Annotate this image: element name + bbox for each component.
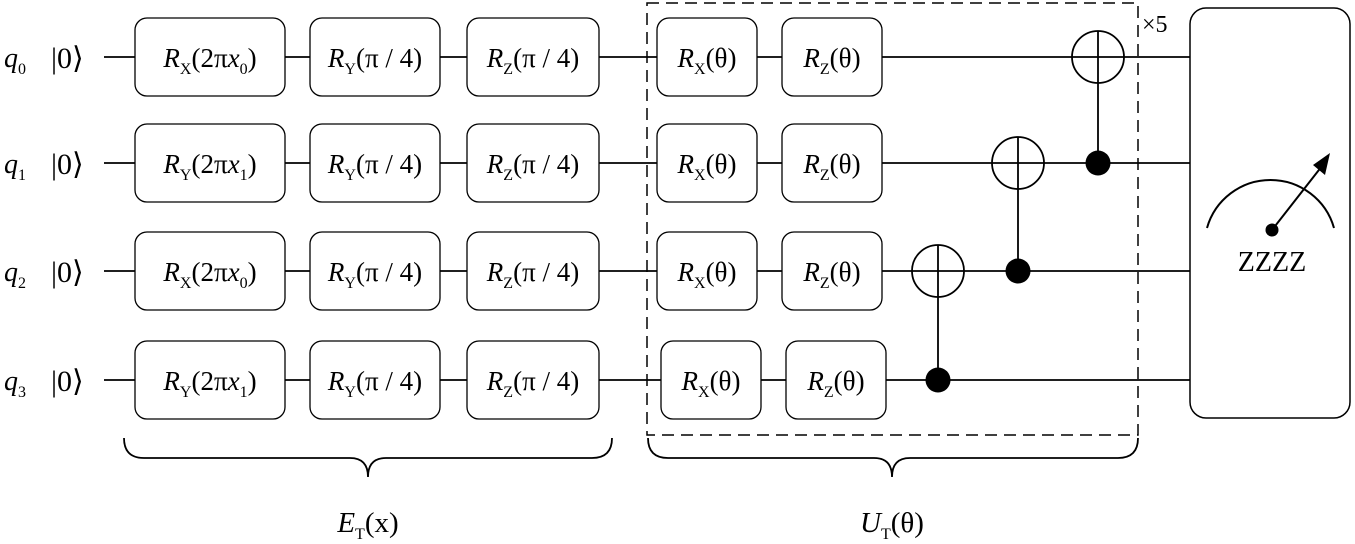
qubit-label: q2	[4, 257, 26, 292]
ansatz-gate: RX(θ)	[656, 123, 758, 203]
encoding-gate: RY(π / 4)	[309, 231, 441, 311]
cnot-ladder	[911, 30, 1125, 393]
gate-label: RZ(θ)	[802, 43, 860, 78]
encoding-gate: RY(π / 4)	[309, 17, 441, 97]
gate-label: RZ(θ)	[802, 257, 860, 292]
gate-label: RZ(π / 4)	[486, 366, 579, 401]
qubit-label: q1	[4, 149, 26, 184]
target-xor-icon	[911, 244, 965, 298]
gate-label: RZ(π / 4)	[486, 43, 579, 78]
qubit-wires	[104, 56, 1190, 381]
ansatz-gate: RZ(θ)	[785, 340, 887, 420]
initial-state-ket: |0⟩	[51, 256, 84, 289]
gate-label: RX(θ)	[677, 149, 737, 184]
cnot-gate	[911, 244, 965, 393]
control-dot	[1085, 150, 1111, 176]
ansatz-gate: RX(θ)	[656, 231, 758, 311]
encoding-gate: RZ(π / 4)	[466, 340, 600, 420]
ansatz-gate: RZ(θ)	[781, 17, 883, 97]
gate-label: RX(2πx0)	[162, 257, 256, 292]
qubit-label: q3	[4, 366, 26, 401]
initial-state-ket: |0⟩	[51, 42, 84, 75]
gate-label: RY(π / 4)	[327, 149, 422, 184]
cnot-gate	[991, 136, 1045, 284]
encoding-layer: RX(2πx0) RY(π / 4) RZ(π / 4) RY(2πx1) RY(π /…	[134, 17, 600, 420]
gate-label: RZ(π / 4)	[486, 257, 579, 292]
measurement-box	[1189, 7, 1351, 419]
gate-label: RX(θ)	[677, 257, 737, 292]
gate-label: RZ(π / 4)	[486, 149, 579, 184]
control-dot	[1005, 258, 1031, 284]
meter-icon	[1206, 153, 1335, 237]
gate-label: RZ(θ)	[806, 366, 864, 401]
initial-state-ket: |0⟩	[51, 148, 84, 181]
gate-label: RY(π / 4)	[327, 257, 422, 292]
ansatz-gate: RZ(θ)	[781, 123, 883, 203]
measurement-observable: ZZZZ	[1238, 247, 1306, 278]
ansatz-brace-label: UT(θ)	[860, 507, 924, 543]
ansatz-repeat-box	[646, 2, 1139, 436]
cnot-gate	[1071, 30, 1125, 176]
target-xor-icon	[1071, 30, 1125, 84]
target-xor-icon	[991, 136, 1045, 190]
encoding-gate: RZ(π / 4)	[466, 123, 600, 203]
ansatz-gate: RZ(θ)	[781, 231, 883, 311]
encoding-gate: RZ(π / 4)	[466, 231, 600, 311]
gate-label: RZ(θ)	[802, 149, 860, 184]
gate-label: RY(2πx1)	[162, 149, 256, 184]
gate-label: RY(π / 4)	[327, 366, 422, 401]
ansatz-brace	[647, 437, 1139, 478]
repeat-label: ×5	[1142, 12, 1168, 38]
encoding-brace	[123, 437, 613, 478]
encoding-gate: RX(2πx0)	[134, 17, 286, 97]
gate-label: RX(2πx0)	[162, 43, 256, 78]
qubit-label: q0	[4, 43, 26, 78]
encoding-brace-label: ET(x)	[336, 507, 398, 543]
gate-label: RX(θ)	[681, 366, 741, 401]
control-dot	[925, 367, 951, 393]
gate-label: RY(2πx1)	[162, 366, 256, 401]
encoding-gate: RY(π / 4)	[309, 340, 441, 420]
encoding-gate: RY(2πx1)	[134, 340, 286, 420]
encoding-gate: RY(π / 4)	[309, 123, 441, 203]
initial-state-ket: |0⟩	[51, 365, 84, 398]
ansatz-gate: RX(θ)	[660, 340, 762, 420]
encoding-gate: RX(2πx0)	[134, 231, 286, 311]
ansatz-layer: RX(θ) RZ(θ) RX(θ) RZ(θ) RX(θ) RZ(θ) RX(θ) RZ(θ)	[656, 17, 887, 420]
measurement-block: ZZZZ	[1189, 7, 1351, 419]
encoding-gate: RZ(π / 4)	[466, 17, 600, 97]
gate-label: RY(π / 4)	[327, 43, 422, 78]
ansatz-gate: RX(θ)	[656, 17, 758, 97]
gate-label: RX(θ)	[677, 43, 737, 78]
qubit-labels: q0 |0⟩ q1 |0⟩ q2 |0⟩ q3 |0⟩	[4, 42, 84, 401]
encoding-gate: RY(2πx1)	[134, 123, 286, 203]
